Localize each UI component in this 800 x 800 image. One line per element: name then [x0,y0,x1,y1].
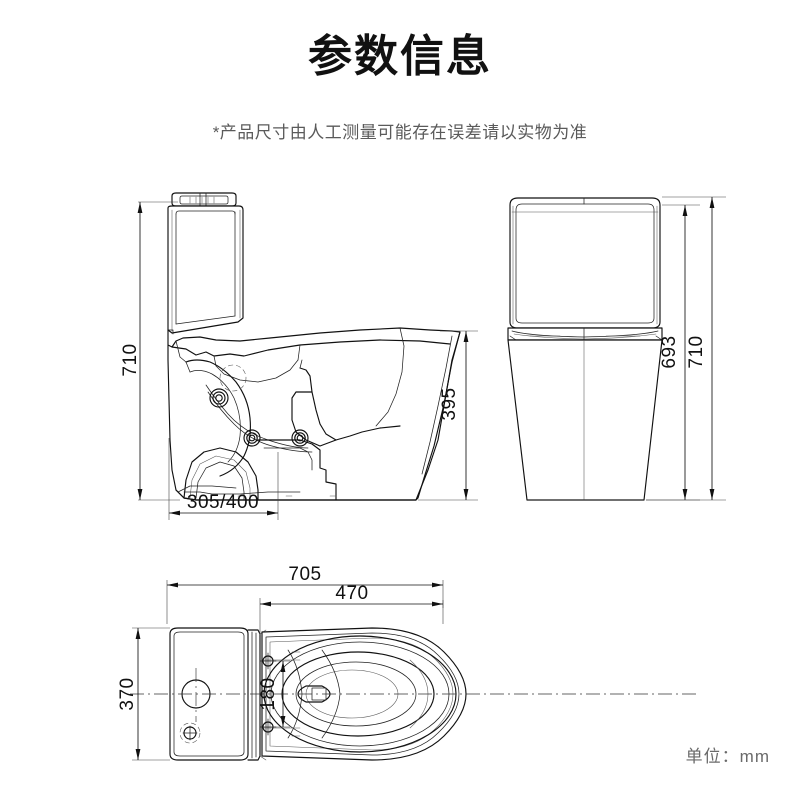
front-pedestal [507,339,663,501]
side-tank-group [167,192,244,335]
top-dim-705-label: 705 [288,564,321,585]
top-dim-bowl-length: 470 [259,583,444,634]
top-dim-470-label: 470 [335,583,368,604]
side-fitting-1 [209,388,229,408]
front-dim-total-height: 710 [646,196,726,501]
side-fitting-2 [243,429,261,447]
unit-note: 单位：mm [685,747,770,766]
side-dim-rough-in: 305/400 [168,438,279,520]
side-elevation-view: 710 395 305/400 [120,192,478,520]
front-dim-710-label: 710 [686,335,707,368]
top-plan-view: 705 470 370 180 [117,564,700,761]
top-water-inlet [179,722,201,744]
top-dim-180-label: 180 [258,677,279,710]
side-dim-710-label: 710 [120,343,141,376]
side-dim-395-label: 395 [439,387,460,420]
side-dim-305-400-label: 305/400 [187,492,259,513]
top-dim-370-label: 370 [117,677,138,710]
front-tank-base-band [507,327,663,341]
side-fitting-3 [291,429,309,447]
side-dim-bowl-height: 395 [418,330,478,501]
front-dim-693-label: 693 [659,335,680,368]
side-bowl-outline [167,327,461,501]
top-dim-overall-width: 370 [117,627,170,761]
page-subtitle-disclaimer: *产品尺寸由人工测量可能存在误差请以实物为准 [212,123,588,142]
page-title: 参数信息 [308,32,492,81]
top-dim-overall-length: 705 [166,564,444,624]
top-dim-bolt-spacing: 180 [258,660,290,728]
side-dim-total-height: 710 [120,201,180,501]
front-tank-group [509,197,661,329]
front-elevation-view: 693 710 [507,196,726,501]
